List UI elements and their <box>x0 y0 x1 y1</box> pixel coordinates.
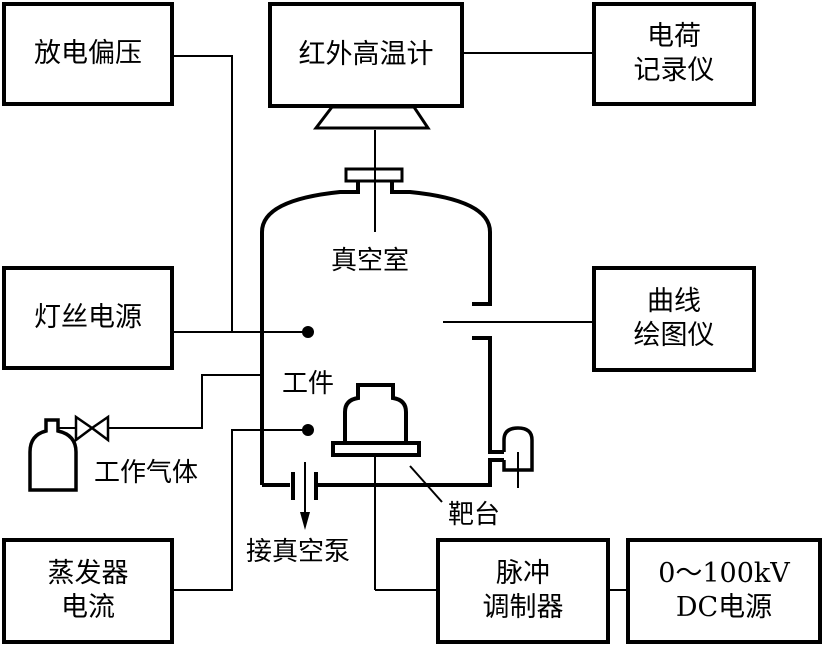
workpiece-shape <box>343 383 408 443</box>
wire-evaporator <box>172 429 308 591</box>
pulse-modulator-label-2: 调制器 <box>482 592 564 623</box>
vacuum-pump-label: 接真空泵 <box>246 537 351 567</box>
gas-valve-icon <box>74 414 110 443</box>
vacuum-pump-arrow <box>300 462 310 530</box>
pyrometer-lens <box>312 105 431 130</box>
target-stage-label: 靶台 <box>448 500 501 530</box>
pulse-modulator-box: 脉冲 调制器 <box>436 538 610 644</box>
charge-recorder-box: 电荷 记录仪 <box>592 2 756 106</box>
discharge-bias-label: 放电偏压 <box>34 38 142 69</box>
curve-plotter-label-2: 绘图仪 <box>633 320 715 351</box>
ir-pyrometer-box: 红外高温计 <box>268 2 464 108</box>
dc-power-label-1: 0～100kV <box>658 558 790 589</box>
wire-discharge-bias <box>172 55 233 332</box>
evaporator-current-label-2: 电流 <box>61 592 115 623</box>
workpiece-label: 工件 <box>282 369 335 399</box>
curve-plotter-label-1: 曲线 <box>647 286 701 317</box>
filament-power-label: 灯丝电源 <box>34 302 142 333</box>
vacuum-chamber-label: 真空室 <box>331 246 410 276</box>
ir-pyrometer-label: 红外高温计 <box>298 39 434 70</box>
dc-power-box: 0～100kV DC电源 <box>626 538 822 644</box>
pulse-modulator-label-1: 脉冲 <box>496 558 550 589</box>
dc-power-label-2: DC电源 <box>675 592 773 623</box>
wire-gas-line <box>108 374 262 429</box>
filament-power-box: 灯丝电源 <box>2 266 174 370</box>
evaporator-electrode <box>302 424 314 436</box>
curve-plotter-box: 曲线 绘图仪 <box>592 266 756 372</box>
vacuum-gauge <box>502 426 534 472</box>
vacuum-chamber-outline <box>260 180 504 487</box>
charge-recorder-label-1: 电荷 <box>647 21 701 52</box>
discharge-bias-box: 放电偏压 <box>2 2 174 106</box>
evaporator-current-box: 蒸发器 电流 <box>2 538 174 644</box>
evaporator-current-label-1: 蒸发器 <box>47 558 129 589</box>
charge-recorder-label-2: 记录仪 <box>633 55 715 86</box>
working-gas-label: 工作气体 <box>94 458 199 488</box>
target-stage-plate <box>331 441 421 457</box>
gas-bottle-icon <box>28 418 78 492</box>
filament-electrode <box>302 326 314 338</box>
